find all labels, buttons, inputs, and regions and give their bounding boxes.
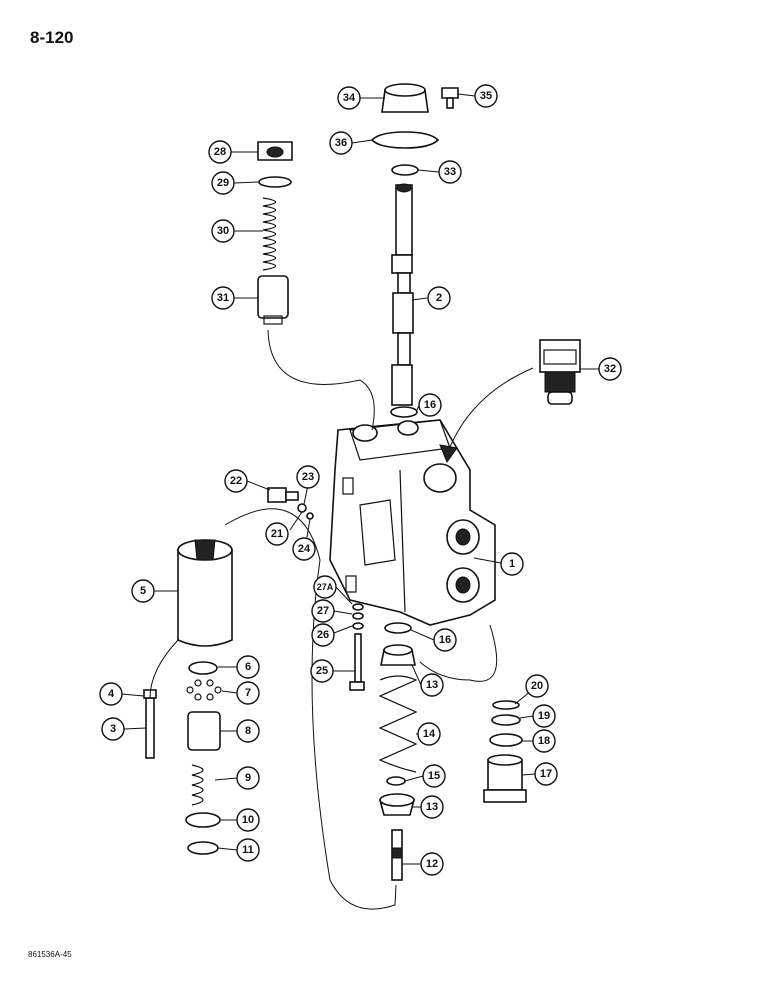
svg-text:4: 4 xyxy=(108,688,115,700)
spool xyxy=(391,183,414,406)
svg-text:20: 20 xyxy=(531,680,543,692)
callout-20: 20 xyxy=(525,674,549,698)
callout-29: 29 xyxy=(211,171,235,195)
callout-2: 2 xyxy=(427,286,451,310)
leader-curves xyxy=(149,329,498,910)
callout-16-lower: 16 xyxy=(433,628,457,652)
svg-text:15: 15 xyxy=(428,770,440,782)
callout-7: 7 xyxy=(236,681,260,705)
callout-14: 14 xyxy=(417,722,441,746)
callout-27a: 27A xyxy=(313,575,337,599)
svg-text:33: 33 xyxy=(444,166,456,178)
callout-12: 12 xyxy=(420,852,444,876)
callout-35: 35 xyxy=(474,84,498,108)
callout-26: 26 xyxy=(311,623,335,647)
svg-text:10: 10 xyxy=(242,814,254,826)
svg-text:32: 32 xyxy=(604,363,616,375)
svg-text:2: 2 xyxy=(436,292,442,304)
callout-28: 28 xyxy=(208,140,232,164)
callout-17: 17 xyxy=(534,762,558,786)
svg-text:1: 1 xyxy=(509,558,515,570)
svg-text:36: 36 xyxy=(335,137,347,149)
page-number: 8-120 xyxy=(30,28,74,47)
svg-text:16: 16 xyxy=(439,634,451,646)
callout-3: 3 xyxy=(101,717,125,741)
callout-34: 34 xyxy=(337,86,361,110)
svg-text:30: 30 xyxy=(217,225,229,237)
svg-text:34: 34 xyxy=(343,92,356,104)
svg-text:6: 6 xyxy=(245,661,251,673)
svg-text:8: 8 xyxy=(245,725,251,737)
svg-text:16: 16 xyxy=(424,399,436,411)
callout-18: 18 xyxy=(532,729,556,753)
callout-32: 32 xyxy=(598,357,622,381)
svg-text:35: 35 xyxy=(480,90,492,102)
callout-11: 11 xyxy=(236,838,260,862)
svg-text:11: 11 xyxy=(242,844,254,856)
svg-text:7: 7 xyxy=(245,687,251,699)
svg-text:13: 13 xyxy=(426,801,438,813)
callout-25: 25 xyxy=(310,659,334,683)
svg-text:18: 18 xyxy=(538,735,550,747)
svg-text:27: 27 xyxy=(317,605,329,617)
svg-text:23: 23 xyxy=(302,471,314,483)
relief-valve xyxy=(439,339,581,464)
callout-16-upper: 16 xyxy=(418,393,442,417)
center-lower-parts xyxy=(378,406,418,881)
small-parts xyxy=(267,487,365,691)
callout-33: 33 xyxy=(438,160,462,184)
svg-text:12: 12 xyxy=(426,858,438,870)
svg-text:29: 29 xyxy=(217,177,229,189)
left-upper-parts xyxy=(257,141,293,325)
callout-13-upper: 13 xyxy=(420,673,444,697)
callout-10: 10 xyxy=(236,808,260,832)
callout-9: 9 xyxy=(236,766,260,790)
svg-text:31: 31 xyxy=(217,292,229,304)
valve-body xyxy=(329,419,496,626)
callout-36: 36 xyxy=(329,131,353,155)
callout-27: 27 xyxy=(311,599,335,623)
callout-31: 31 xyxy=(211,286,235,310)
callout-24: 24 xyxy=(292,537,316,561)
svg-text:28: 28 xyxy=(214,146,226,158)
callout-4: 4 xyxy=(99,682,123,706)
svg-text:21: 21 xyxy=(271,528,283,540)
callout-1: 1 xyxy=(500,552,524,576)
svg-text:17: 17 xyxy=(540,768,552,780)
svg-text:27A: 27A xyxy=(317,582,334,592)
svg-text:26: 26 xyxy=(317,629,329,641)
callout-13-lower: 13 xyxy=(420,795,444,819)
callout-6: 6 xyxy=(236,655,260,679)
callout-22: 22 xyxy=(224,469,248,493)
callout-15: 15 xyxy=(422,764,446,788)
reference-code: 861536A-45 xyxy=(28,950,72,959)
callout-30: 30 xyxy=(211,219,235,243)
callout-5: 5 xyxy=(131,579,155,603)
svg-text:3: 3 xyxy=(110,723,116,735)
callout-19: 19 xyxy=(532,704,556,728)
svg-text:25: 25 xyxy=(316,665,328,677)
svg-text:13: 13 xyxy=(426,679,438,691)
svg-text:24: 24 xyxy=(298,543,311,555)
svg-text:19: 19 xyxy=(538,710,550,722)
right-lower-parts xyxy=(483,700,527,803)
svg-text:5: 5 xyxy=(140,585,146,597)
callout-23: 23 xyxy=(296,465,320,489)
left-lower-parts xyxy=(143,539,233,855)
callout-21: 21 xyxy=(265,522,289,546)
svg-text:9: 9 xyxy=(245,772,251,784)
svg-text:14: 14 xyxy=(423,728,436,740)
svg-text:22: 22 xyxy=(230,475,242,487)
callout-8: 8 xyxy=(236,719,260,743)
